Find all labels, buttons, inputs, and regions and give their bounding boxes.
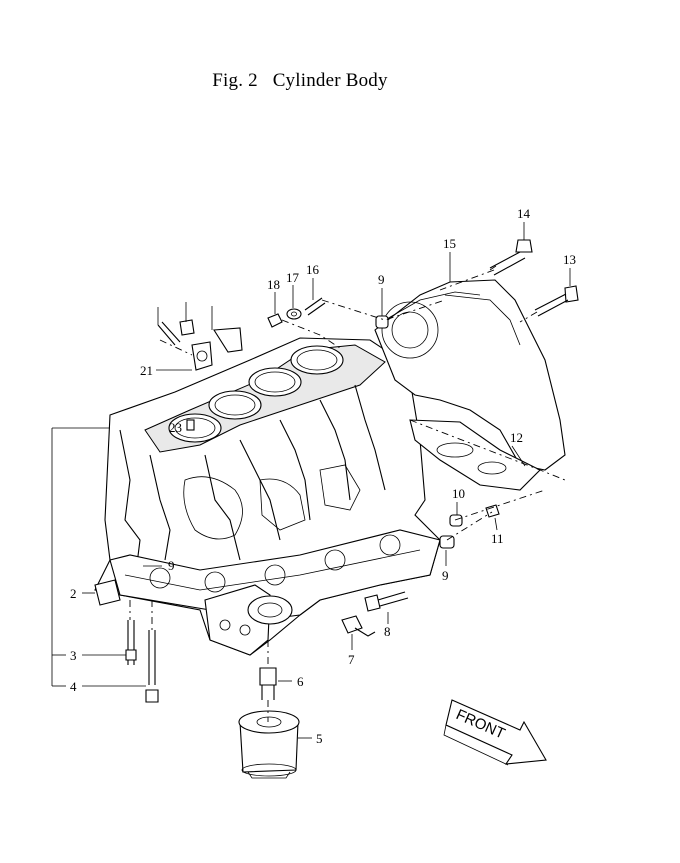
assembly-lines [129,269,566,722]
rear-seal-housing [374,279,566,471]
callout-10: 10 [452,486,465,501]
nut-18 [267,313,283,328]
callout-4: 4 [70,679,77,694]
figure-title: Fig. 2 Cylinder Body [0,70,600,92]
callout-7: 7 [348,652,355,667]
callout-9-right: 9 [442,568,449,583]
callout-18: 18 [267,277,280,292]
callout-8: 8 [384,624,391,639]
stud-4 [145,630,159,703]
bolt-14 [489,239,533,276]
bracket-21 [157,319,243,371]
callout-12: 12 [510,430,523,445]
baffle-plate-12 [409,419,541,491]
cylinder-block [94,337,441,656]
callout-9-left: 9 [168,558,175,573]
washer-17 [286,308,302,320]
callout-5: 5 [316,731,323,746]
callout-17: 17 [286,270,300,285]
bolt-8 [364,591,409,612]
dowel-9a [375,315,389,329]
callout-3: 3 [70,648,77,663]
bolt-11 [485,504,500,518]
callout-15: 15 [443,236,456,251]
callout-14: 14 [517,206,531,221]
callout-9-top: 9 [378,272,385,287]
callout-21: 21 [140,363,153,378]
figure-label: Fig. 2 [212,70,258,91]
figure-name: Cylinder Body [272,70,388,91]
callout-2: 2 [70,586,77,601]
leader-lines [51,222,571,739]
oil-filter-5 [238,710,300,779]
bolt-13 [534,285,579,317]
front-arrow-icon: FRONT [443,699,547,766]
dowel-10 [449,514,463,527]
plug-23 [186,419,195,431]
callout-6: 6 [297,674,304,689]
oil-pressure-switch-7 [341,615,376,637]
union-bolt-6 [259,667,277,700]
stud-3 [125,620,137,665]
stud-16 [304,297,326,316]
callout-labels: 2 3 4 5 6 7 8 9 9 9 10 11 12 13 14 15 16… [70,206,576,746]
callout-13: 13 [563,252,576,267]
dowel-9b [439,535,455,549]
callout-16: 16 [306,262,320,277]
callout-11: 11 [491,531,504,546]
callout-23: 23 [169,420,182,435]
